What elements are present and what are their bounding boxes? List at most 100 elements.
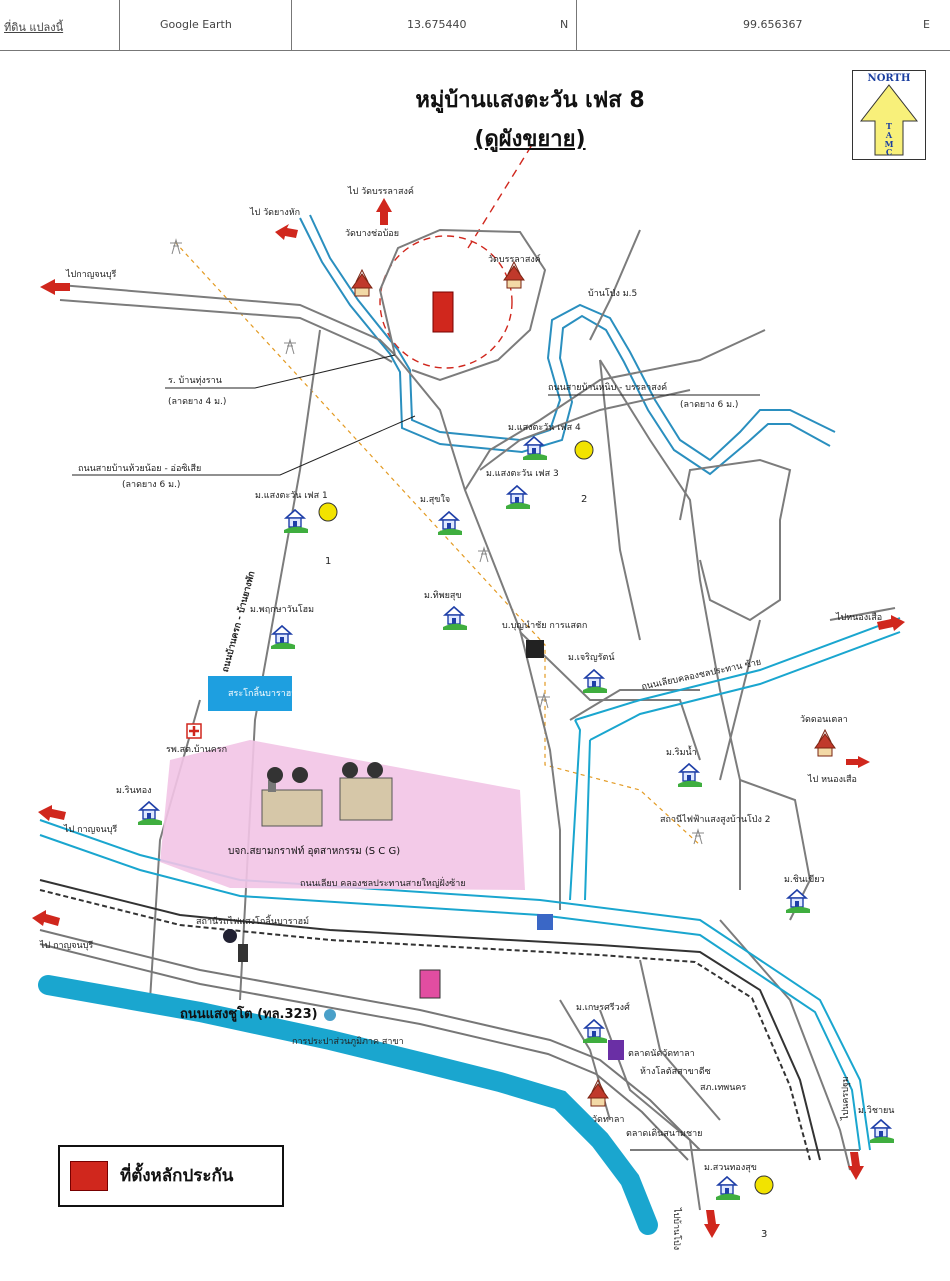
label-road-b-sub: (ลาดยาง 6 ม.) xyxy=(122,480,181,490)
label-bunnuchit: บ.บุญนำชัย การแสตก xyxy=(502,621,588,631)
label-village-2: ม.แสงตะวัน เฟส 4 xyxy=(508,423,581,433)
village-icon-charoenrat xyxy=(582,669,608,694)
legend-box: ที่ตั้งหลักประกัน xyxy=(58,1145,284,1207)
upper-river xyxy=(299,214,836,476)
map-title-line1: หมู่บ้านแสงตะวัน เฟส 8 xyxy=(415,88,645,113)
railway xyxy=(39,879,821,1161)
village-icon-sukjai xyxy=(437,511,463,536)
label-wat-top: วัดบางช่อบ้อย xyxy=(345,229,399,239)
label-road-c: ถนนสายบ้านหนิบ - บรรลาสงค์ xyxy=(548,383,668,393)
map-canvas xyxy=(32,139,905,1238)
pond xyxy=(208,676,292,711)
label-village-1: ม.แสงตะวัน เฟส 1 xyxy=(255,491,328,501)
power-line xyxy=(174,241,701,846)
label-pumping: การประปาส่วนภูมิภาค สาขา xyxy=(292,1037,404,1047)
label-market: ตลาดนัดวัดทาลา xyxy=(628,1049,695,1059)
village-icon-chinkhiao xyxy=(785,889,811,914)
village-icon-pruksa xyxy=(270,625,296,650)
label-wat-tha: วัดทาลา xyxy=(592,1115,625,1125)
label-to-kanchanaburi-2: ไป กาญจนบุรี xyxy=(64,825,118,835)
label-to-bangkok: ไปบ้านโป่ง xyxy=(671,1208,681,1251)
collateral-marker xyxy=(432,291,454,333)
radius-circle xyxy=(379,235,513,369)
label-wat-don: วัดดอนเตลา xyxy=(800,715,848,725)
header-lat-text: 13.675440 xyxy=(407,18,467,31)
label-mall: ห้างโลตัสสาขาดีซ xyxy=(640,1067,711,1077)
temple-icon-don-tela xyxy=(814,729,836,757)
label-road-b: ถนนสายบ้านห้วยน้อย - อ่อซิเสีย xyxy=(78,464,202,474)
svg-text:T: T xyxy=(886,121,892,131)
header-bar: ที่ดิน แปลงนี้ Google Earth 13.675440 N … xyxy=(0,0,950,51)
north-arrow-icon: T A M C xyxy=(859,84,919,157)
village-icon-tippayasuk xyxy=(442,606,468,631)
village-icon-kesorn xyxy=(582,1019,608,1044)
main-road xyxy=(39,929,701,1161)
label-road-c-sub: (ลาดยาง 6 ม.) xyxy=(680,400,739,410)
map-title: หมู่บ้านแสงตะวัน เฟส 8 (ดูผังขยาย) xyxy=(340,82,720,156)
village-icon-phase3 xyxy=(505,485,531,510)
label-village-13: ม.เกษรศรีวงศ์ xyxy=(576,1003,630,1013)
north-label: NORTH xyxy=(867,73,911,84)
header-lon-e: E xyxy=(923,18,930,31)
label-river: แม่น้ำแม่กลอง xyxy=(388,1077,444,1087)
label-to-wat-rangsan: ไป วัดบรรลาสงค์ xyxy=(348,187,414,197)
legend-label: ที่ตั้งหลักประกัน xyxy=(120,1166,234,1186)
label-village-11: ม.วิชายน xyxy=(858,1106,895,1116)
svg-text:A: A xyxy=(885,130,893,140)
badge-2: 2 xyxy=(581,494,588,505)
label-road-a-sub: (ลาดยาง 4 ม.) xyxy=(168,397,227,407)
badge-1: 1 xyxy=(325,556,332,567)
header-parcel-text: ที่ดิน แปลงนี้ xyxy=(4,21,64,34)
label-to-kanchanaburi-3: ไป กาญจนบุรี xyxy=(40,941,94,951)
leader-lines xyxy=(72,354,760,476)
label-village-9: ม.ริมน้ำ xyxy=(666,748,697,758)
factory-black-icon xyxy=(526,640,544,658)
tower-icon-1 xyxy=(169,239,183,255)
station-building-icon xyxy=(537,914,553,930)
label-village-7: ม.เจริญรัตน์ xyxy=(568,653,615,663)
train-station-icon xyxy=(238,944,248,962)
label-train-station: สถานีรถไฟแสงโกลิ้นบาราฮม์ xyxy=(196,917,310,927)
label-to-kanchanaburi-1: ไปกาญจนบุรี xyxy=(66,270,117,280)
label-village-6: ม.ทิพยสุข xyxy=(424,591,462,601)
direction-arrows xyxy=(32,198,905,1238)
village-icon-rinthong xyxy=(137,801,163,826)
tower-building-icon xyxy=(419,969,441,999)
label-to-nong-suea: ไปหนองเสือ xyxy=(836,613,883,623)
roads xyxy=(59,228,896,1211)
temple-icon-top xyxy=(351,269,373,297)
label-village-12: ม.สวนทองสุข xyxy=(704,1163,757,1173)
label-police: สภ.เทพนคร xyxy=(700,1083,747,1093)
label-main-road: ถนนแสงชูโต (ทล.323) xyxy=(180,1007,318,1022)
label-canal-road-1: ถนนเลียบ คลองชลประทานสายใหญ่ฝั่งซ้าย xyxy=(300,879,466,889)
svg-text:M: M xyxy=(885,139,894,149)
north-arrow: NORTH T A M C xyxy=(852,70,926,160)
mae-klong-river xyxy=(38,975,658,1235)
header-lon-text: 99.656367 xyxy=(743,18,803,31)
label-to-nong-suea-2: ไป หนองเสือ xyxy=(808,775,857,785)
tower-icon-5 xyxy=(691,829,705,845)
label-road-a: ร. บ้านทุ่งราน xyxy=(168,376,222,386)
badges xyxy=(318,440,774,1195)
label-village-3: ม.แสงตะวัน เฟส 3 xyxy=(486,469,559,479)
label-to-wat-yang: ไป วัดยางหัก xyxy=(250,208,301,218)
village-icon-phase4 xyxy=(522,436,548,461)
village-icon-wichayon xyxy=(869,1119,895,1144)
temple-icon-tha-la xyxy=(587,1079,609,1107)
label-village-10: ม.ชินเขียว xyxy=(784,875,825,885)
map-title-line2: (ดูผังขยาย) xyxy=(474,127,586,152)
label-ban-khung: บ้านโป่ง ม.5 xyxy=(588,289,638,299)
train-icon xyxy=(223,929,237,943)
badge-3: 3 xyxy=(761,1229,768,1240)
purple-building-icon xyxy=(608,1040,624,1060)
label-pond: สระโกลิ้นบาราฮม์ xyxy=(228,689,298,699)
label-power-station: สถานีไฟฟ้าแสงสูงบ้านโป่ง 2 xyxy=(660,815,771,825)
hospital-icon xyxy=(186,723,202,739)
label-scg: บจก.สยามกราฟท์ อุตสาหกรรม (S C G) xyxy=(228,846,401,857)
tower-icon-2 xyxy=(283,339,297,355)
canals xyxy=(39,617,901,1151)
legend-swatch xyxy=(70,1161,108,1191)
factory-icon xyxy=(261,762,393,827)
village-icon-phase1 xyxy=(283,509,309,534)
village-icon-suanthongsuk xyxy=(715,1176,741,1201)
